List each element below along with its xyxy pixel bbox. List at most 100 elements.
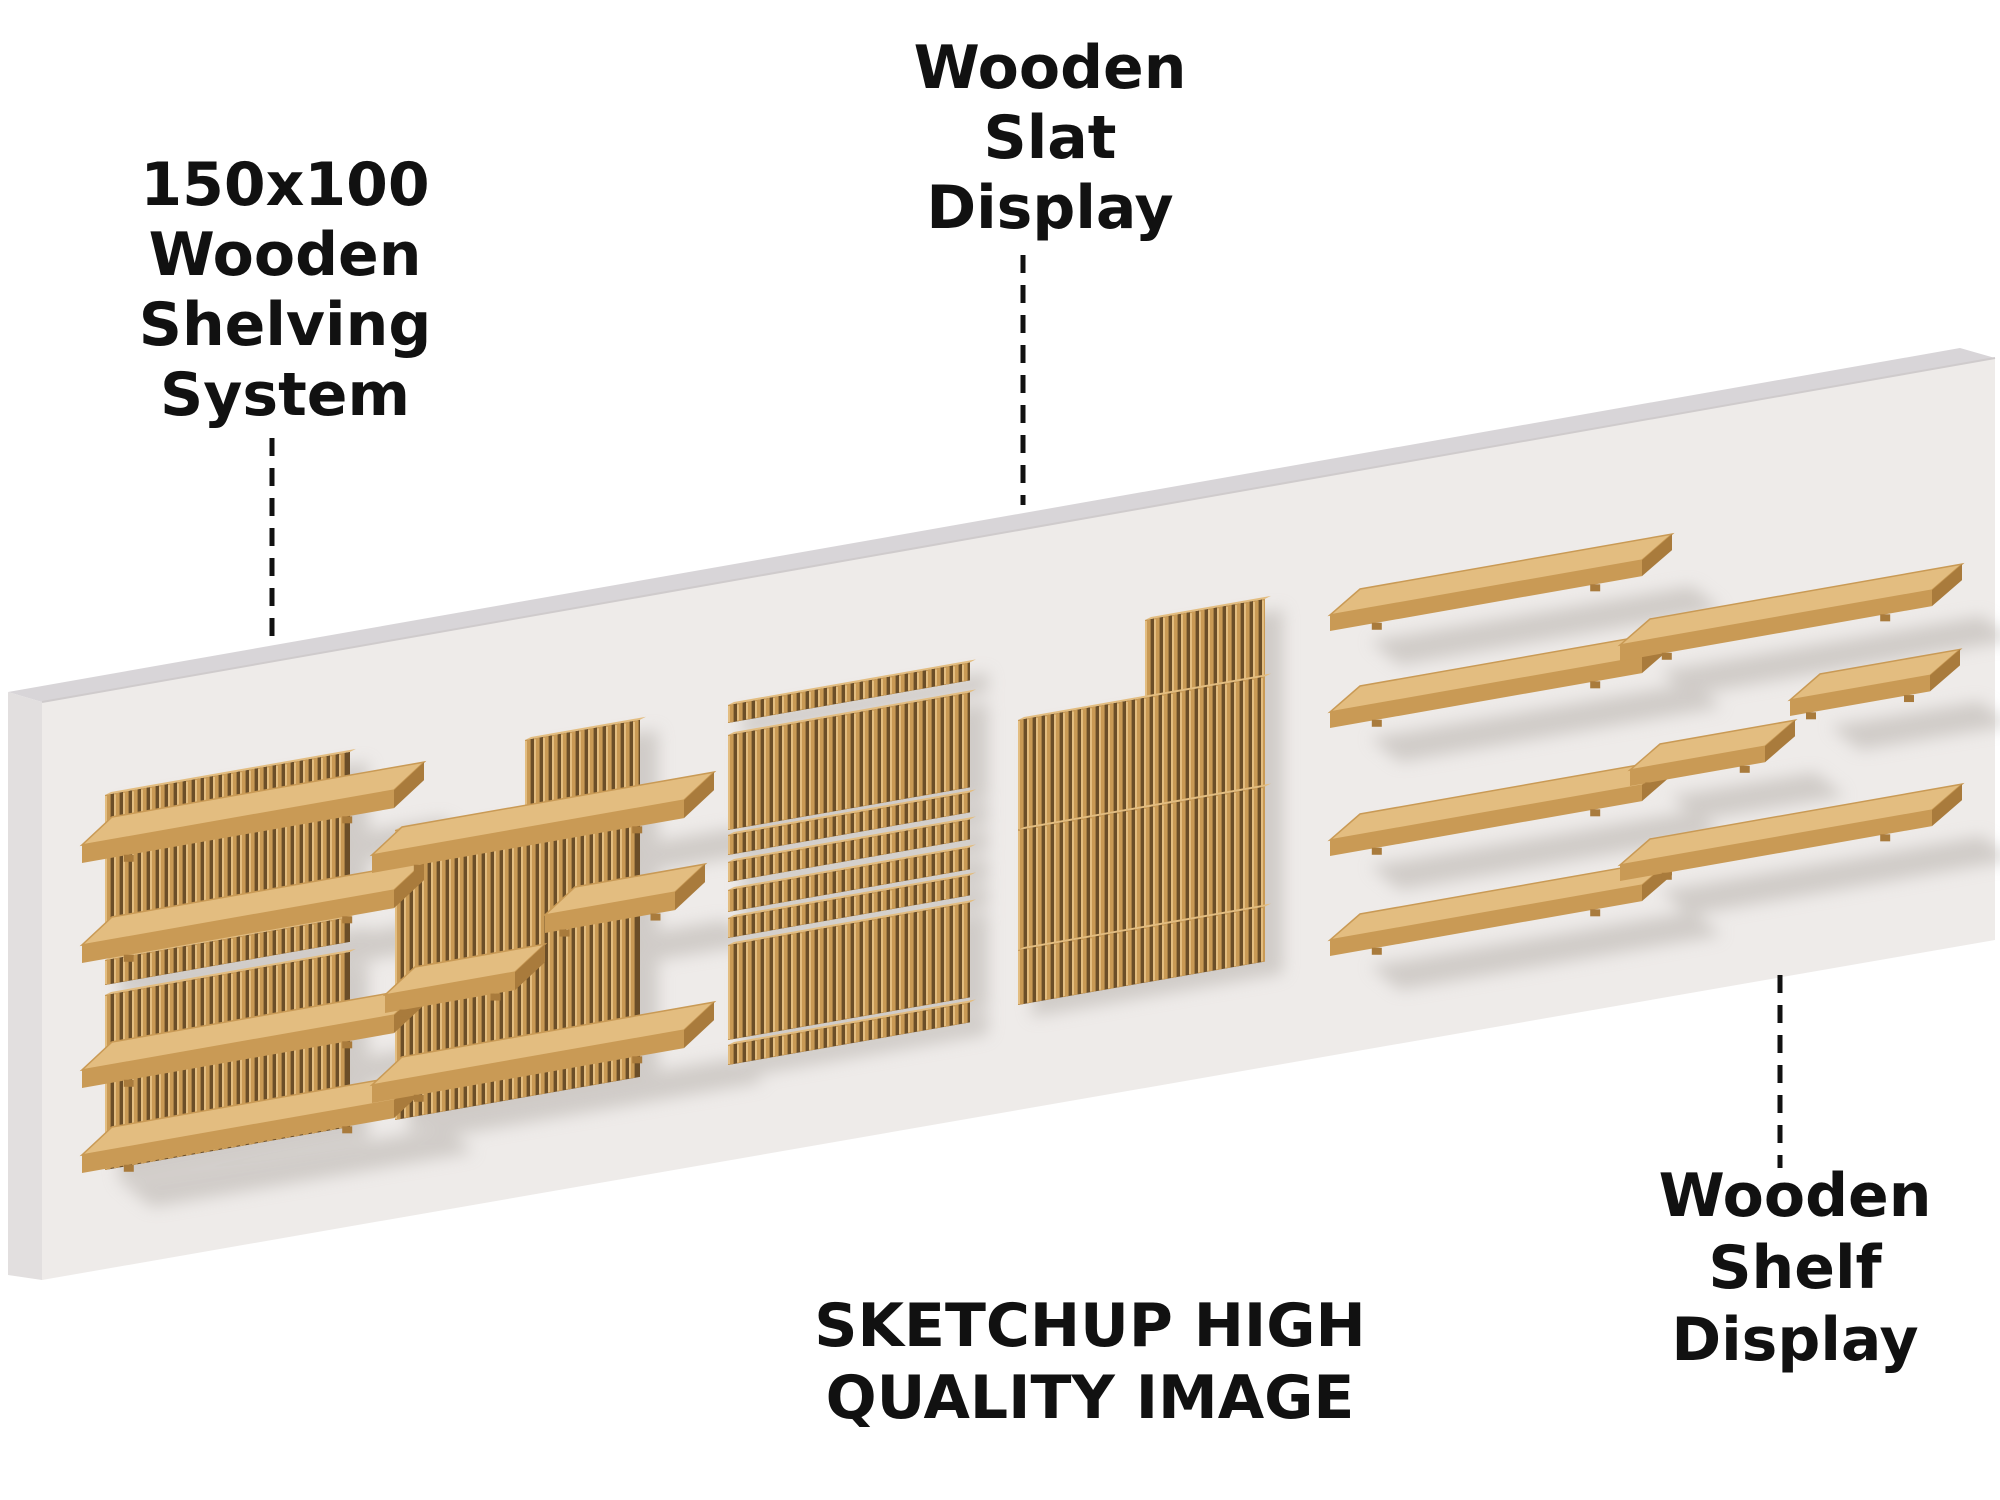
callout-line: Wooden — [913, 33, 1187, 103]
shelf-shadow — [1660, 836, 2000, 915]
shelf-front-edge — [1630, 746, 1765, 786]
shelf-display-callout: Wooden Shelf Display — [1620, 1160, 1970, 1376]
wooden-display-products — [79, 532, 1965, 1173]
shelf-shadow — [1830, 701, 2000, 750]
panel-top-edge — [525, 716, 646, 740]
slat-display-a-strip-5 — [728, 872, 976, 938]
shelf-end — [684, 1002, 714, 1049]
shelf-shadow — [1370, 811, 1722, 890]
shelf-front-edge — [1620, 590, 1932, 661]
panel-top-edge — [105, 948, 356, 995]
shelf-bracket — [123, 854, 134, 862]
shelf-shadow — [1370, 586, 1722, 665]
slat-display-a-strip-6 — [728, 999, 976, 1065]
shelf-bracket — [1904, 695, 1914, 703]
shelf-front-edge — [1330, 657, 1642, 728]
shelf-bracket — [413, 1094, 424, 1102]
shelf-end — [684, 772, 714, 819]
wall-shelf-6 — [1787, 648, 1963, 720]
callout-line: Slat — [983, 103, 1117, 173]
slat-display-b-upper — [1018, 673, 1271, 830]
slat-display-a-strip-4 — [728, 844, 976, 912]
shelf-end — [1642, 534, 1672, 577]
shelf-front-edge — [1330, 885, 1642, 956]
callout-line: 150x100 — [140, 150, 430, 220]
slat-display-callout: Wooden Slat Display — [880, 33, 1220, 243]
shelf-1 — [79, 760, 427, 863]
shelf-end — [394, 762, 424, 809]
shelf-front-edge — [82, 890, 394, 963]
shelf-front-edge — [545, 892, 675, 933]
shelf-5 — [369, 770, 717, 873]
shelf-bracket — [1661, 652, 1672, 660]
shelf-bracket — [1739, 765, 1750, 773]
shelf-front-edge — [385, 972, 515, 1013]
shelf-shadow — [1370, 683, 1722, 762]
shelf-bracket — [1371, 847, 1382, 855]
shelf-bracket — [123, 1164, 134, 1172]
shelf-shadow — [1370, 911, 1722, 990]
slat-display-a-strip-3 — [728, 816, 976, 882]
shelf-bracket — [632, 826, 643, 834]
shelf-bracket — [1880, 614, 1891, 622]
panel-top-edge — [728, 899, 976, 945]
shelf-bracket — [413, 864, 424, 872]
slat-display-a-strip-1 — [728, 659, 976, 723]
shelf-bracket — [1645, 782, 1656, 790]
shelf-end — [394, 862, 424, 909]
shelf-bracket — [342, 1126, 353, 1134]
slat-display-a-lower — [728, 899, 976, 1040]
shelf-shadow — [412, 1058, 764, 1137]
slat-display-a-main — [728, 689, 976, 830]
shelf-bracket — [1371, 719, 1382, 727]
shelf-bracket — [1371, 622, 1382, 630]
panel-top-edge — [728, 872, 976, 918]
shelf-front-edge — [1790, 675, 1930, 716]
shelf-end — [1932, 784, 1962, 827]
callout-line: Display — [1671, 1305, 1919, 1375]
shelving-system-callout: 150x100 Wooden Shelving System — [110, 150, 460, 430]
footer-line: QUALITY IMAGE — [825, 1363, 1355, 1433]
shelf-bracket — [123, 954, 134, 962]
shelf-shadow — [122, 1128, 474, 1207]
shelf-bracket — [490, 993, 501, 1001]
panel-top-edge — [1018, 673, 1271, 720]
wall-shelf-1 — [1327, 532, 1675, 631]
panel-top-edge — [728, 659, 976, 705]
callout-line: Display — [926, 173, 1174, 243]
shelf-bracket — [1661, 872, 1672, 880]
wall-shelf-7 — [1627, 718, 1798, 790]
shelf-6 — [542, 862, 708, 937]
shelf-front-edge — [82, 1015, 394, 1088]
shelf-front-edge — [1330, 785, 1642, 856]
shelf-8 — [369, 1000, 717, 1103]
shelf-front-edge — [1620, 810, 1932, 881]
shelf-front-edge — [372, 800, 684, 873]
panel-top-edge — [728, 689, 976, 735]
slat-display-b-lower — [1018, 903, 1271, 1005]
shelf-bracket — [1806, 712, 1816, 720]
wall-side-face — [8, 692, 42, 1280]
shelf-bracket — [1371, 947, 1382, 955]
panel-top-edge — [728, 816, 976, 862]
panel-top-edge — [1018, 903, 1271, 950]
shelf-bracket — [559, 929, 570, 937]
shelf-bracket — [399, 1009, 410, 1017]
shelf-front-edge — [82, 1100, 394, 1173]
shelf-bracket — [1590, 584, 1601, 592]
footer-line: SKETCHUP HIGH — [814, 1291, 1366, 1361]
wall-shelf-8 — [1617, 782, 1965, 881]
panel-top-edge — [728, 844, 976, 890]
panel-top-edge — [728, 999, 976, 1045]
callout-line: Wooden — [1658, 1161, 1932, 1231]
shelf-7 — [382, 942, 548, 1017]
callout-line: Shelving — [138, 290, 432, 360]
shelf-end — [675, 864, 705, 911]
shelf-bracket — [342, 816, 353, 824]
panel-top-edge — [1145, 595, 1271, 620]
slat-display-a-strip-2 — [728, 789, 976, 855]
footer-caption: SKETCHUP HIGH QUALITY IMAGE — [700, 1290, 1480, 1434]
shelf-bracket — [342, 1041, 353, 1049]
shelf-front-edge — [372, 1030, 684, 1103]
